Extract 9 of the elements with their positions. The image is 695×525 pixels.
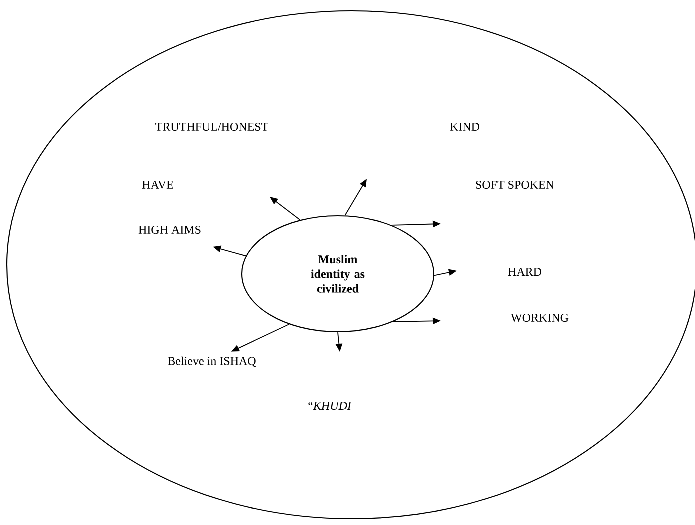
trait-label: Believe in ISHAQ [168,356,256,368]
trait-label: HIGH AIMS [138,226,201,234]
trait-label: HARD [508,268,542,276]
trait-label: WORKING [511,314,569,322]
trait-label: KIND [450,123,480,131]
trait-label: “KHUDI [308,402,352,410]
trait-label: HAVE [142,180,174,190]
trait-label: TRUTHFUL/HONEST [156,122,268,132]
trait-label: SOFT SPOKEN [476,180,554,190]
